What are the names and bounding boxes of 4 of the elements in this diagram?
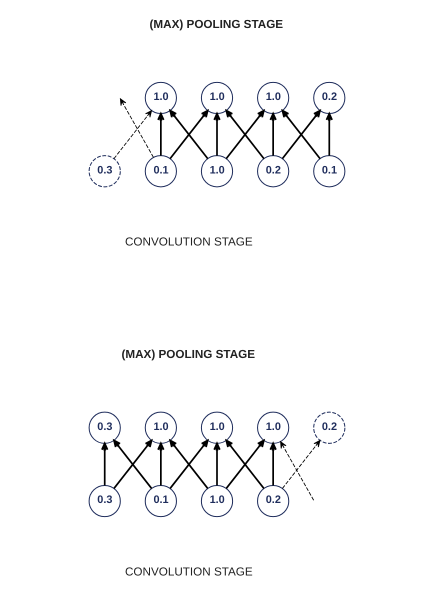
label: (MAX) POOLING STAGE — [120, 348, 255, 361]
label: CONVOLUTION STAGE — [124, 236, 252, 249]
label: (MAX) POOLING STAGE — [149, 18, 283, 32]
label: CONVOLUTION STAGE — [124, 566, 252, 579]
